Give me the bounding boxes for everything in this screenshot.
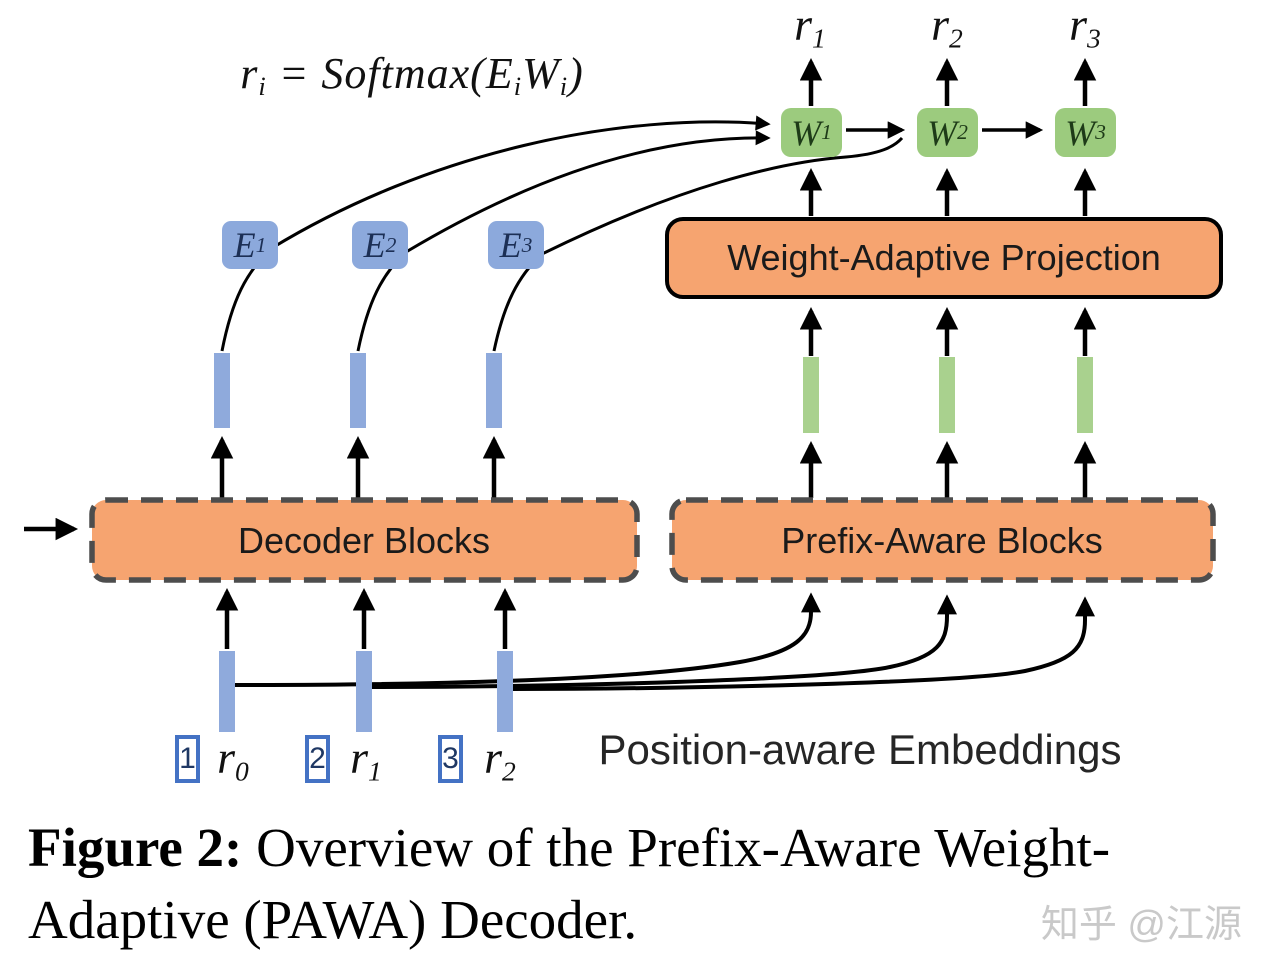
projection-label: Weight-Adaptive Projection: [727, 237, 1161, 278]
watermark-text: 知乎 @江源: [1040, 904, 1242, 946]
token3-to-prefix-curve: [512, 596, 1095, 691]
token-label-r0: r0: [217, 731, 249, 787]
weight-adaptive-projection-box: Weight-Adaptive Projection: [665, 217, 1223, 299]
curve-e2-to-w1: [356, 130, 771, 352]
curve-e3-to-w2: [492, 136, 904, 352]
output-label-r2: r2: [931, 0, 963, 54]
token-index-box-3: 3: [438, 735, 463, 783]
softmax-formula: ri = Softmax(EiWi): [240, 48, 584, 102]
position-aware-embeddings-label: Position-aware Embeddings: [598, 726, 1122, 773]
prefix-output-bar-1: [803, 357, 819, 433]
output-label-r3: r3: [1069, 0, 1101, 54]
output-label-r1: r1: [794, 0, 826, 54]
token-label-r2: r2: [484, 731, 516, 787]
prefix-output-bar-3: [1077, 357, 1093, 433]
token-index-box-1: 1: [175, 735, 200, 783]
figure-caption-number: Figure 2:: [28, 817, 243, 878]
prefix-aware-blocks-box: [669, 497, 1216, 583]
figure-caption-line2: Adaptive (PAWA) Decoder.: [28, 889, 638, 950]
curve-e1-to-w1: [220, 115, 771, 352]
token-label-r1: r1: [350, 731, 382, 787]
prefix-output-bar-2: [939, 357, 955, 433]
figure-caption: Figure 2: Overview of the Prefix-Aware W…: [28, 812, 1260, 956]
token-embedding-bar-1: [219, 651, 235, 732]
prefix-aware-blocks-label: Prefix-Aware Blocks: [781, 520, 1103, 561]
token1-to-prefix-curve: [234, 592, 821, 687]
decoder-output-bar-1: [214, 353, 230, 428]
token-index-box-2: 2: [305, 735, 330, 783]
decoder-blocks-box: [89, 497, 640, 583]
decoder-output-bar-3: [486, 353, 502, 428]
token-embedding-bar-2: [356, 651, 372, 732]
token-embedding-bar-3: [497, 651, 513, 732]
decoder-blocks-label: Decoder Blocks: [237, 520, 491, 561]
figure-caption-line1: Overview of the Prefix-Aware Weight-: [242, 817, 1111, 878]
decoder-output-bar-2: [350, 353, 366, 428]
